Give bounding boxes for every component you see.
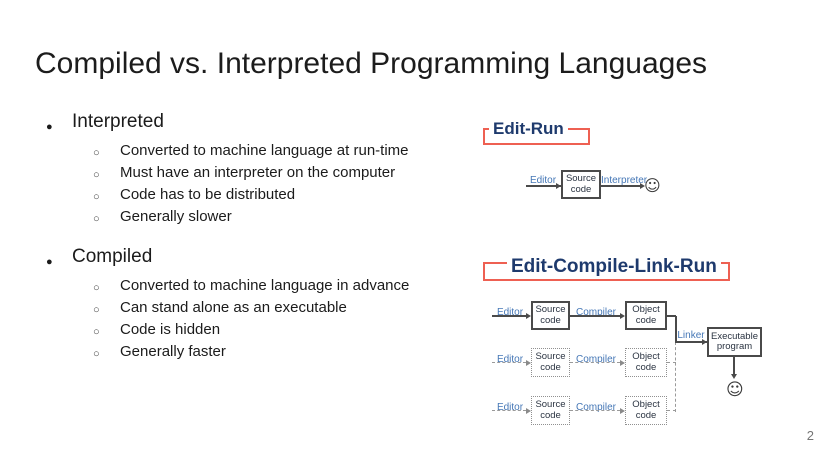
page-number: 2	[806, 428, 814, 443]
flow-arrow	[601, 185, 640, 187]
section-heading: Interpreted	[72, 111, 164, 132]
arrowhead-icon	[731, 374, 737, 379]
list-item: Converted to machine language at run-tim…	[36, 140, 476, 164]
slide-title: Compiled vs. Interpreted Programming Lan…	[35, 47, 708, 80]
edit-run-bracket: Edit-Run	[483, 119, 590, 145]
flow-arrow	[570, 362, 620, 363]
arrowhead-icon	[526, 313, 531, 319]
arrowhead-icon	[702, 339, 707, 345]
connector-line	[667, 410, 676, 411]
flow-arrow	[492, 362, 526, 363]
editor-label: Editor	[529, 175, 557, 186]
connector-line	[675, 342, 676, 412]
compiler-label: Compiler	[575, 307, 616, 318]
list-item: Code has to be distributed	[36, 184, 476, 208]
arrowhead-icon	[556, 183, 561, 189]
arrowhead-icon	[526, 360, 531, 366]
edit-compile-link-run-title: Edit-Compile-Link-Run	[507, 256, 721, 277]
arrowhead-icon	[620, 313, 625, 319]
list-item: Generally slower	[36, 206, 476, 230]
arrowhead-icon	[526, 408, 531, 414]
list-item: Code is hidden	[36, 319, 476, 343]
editor-label: Editor	[496, 402, 524, 413]
editor-label: Editor	[496, 307, 524, 318]
list-item: Converted to machine language in advance	[36, 275, 476, 299]
flow-arrow	[675, 341, 707, 343]
editor-label: Editor	[496, 354, 524, 365]
flow-arrow	[570, 410, 620, 411]
smiley-icon: ☺	[726, 380, 744, 400]
list-item: Can stand alone as an executable	[36, 297, 476, 321]
edit-compile-link-run-bracket: Edit-Compile-Link-Run	[483, 256, 730, 281]
compiler-label: Compiler	[575, 354, 616, 365]
connector-line	[667, 315, 676, 317]
list-item: Must have an interpreter on the computer	[36, 162, 476, 186]
connector-line	[675, 316, 677, 342]
flow-arrow	[733, 357, 735, 375]
flow-arrow	[492, 315, 526, 317]
source-code-box: Source code	[531, 396, 570, 425]
flow-arrow	[570, 315, 620, 317]
linker-label: Linker	[677, 330, 705, 341]
interpreter-label: Interpreter	[601, 175, 648, 186]
edit-run-title: Edit-Run	[489, 119, 568, 138]
flow-arrow	[526, 185, 561, 187]
bullet-list: Interpreted Converted to machine languag…	[36, 110, 476, 365]
source-code-box: Source code	[561, 170, 601, 199]
section-interpreted: Interpreted Converted to machine languag…	[36, 110, 476, 230]
executable-program-box: Executable program	[707, 327, 762, 357]
arrowhead-icon	[620, 360, 625, 366]
arrowhead-icon	[640, 183, 645, 189]
list-item-heading: Interpreted	[36, 110, 476, 139]
source-code-box: Source code	[531, 301, 570, 330]
smiley-icon: ☺	[644, 176, 661, 195]
compiler-label: Compiler	[575, 402, 616, 413]
flow-arrow	[492, 410, 526, 411]
list-item: Generally faster	[36, 341, 476, 365]
object-code-box: Object code	[625, 301, 667, 330]
arrowhead-icon	[620, 408, 625, 414]
source-code-box: Source code	[531, 348, 570, 377]
list-item-heading: Compiled	[36, 245, 476, 274]
object-code-box: Object code	[625, 396, 667, 425]
connector-line	[667, 362, 676, 363]
object-code-box: Object code	[625, 348, 667, 377]
section-compiled: Compiled Converted to machine language i…	[36, 245, 476, 365]
edit-run-diagram: Edit-Run Editor Source code Interpreter …	[470, 112, 710, 217]
section-heading: Compiled	[72, 246, 153, 267]
edit-compile-link-run-diagram: Edit-Compile-Link-Run Editor Source code…	[470, 245, 825, 460]
